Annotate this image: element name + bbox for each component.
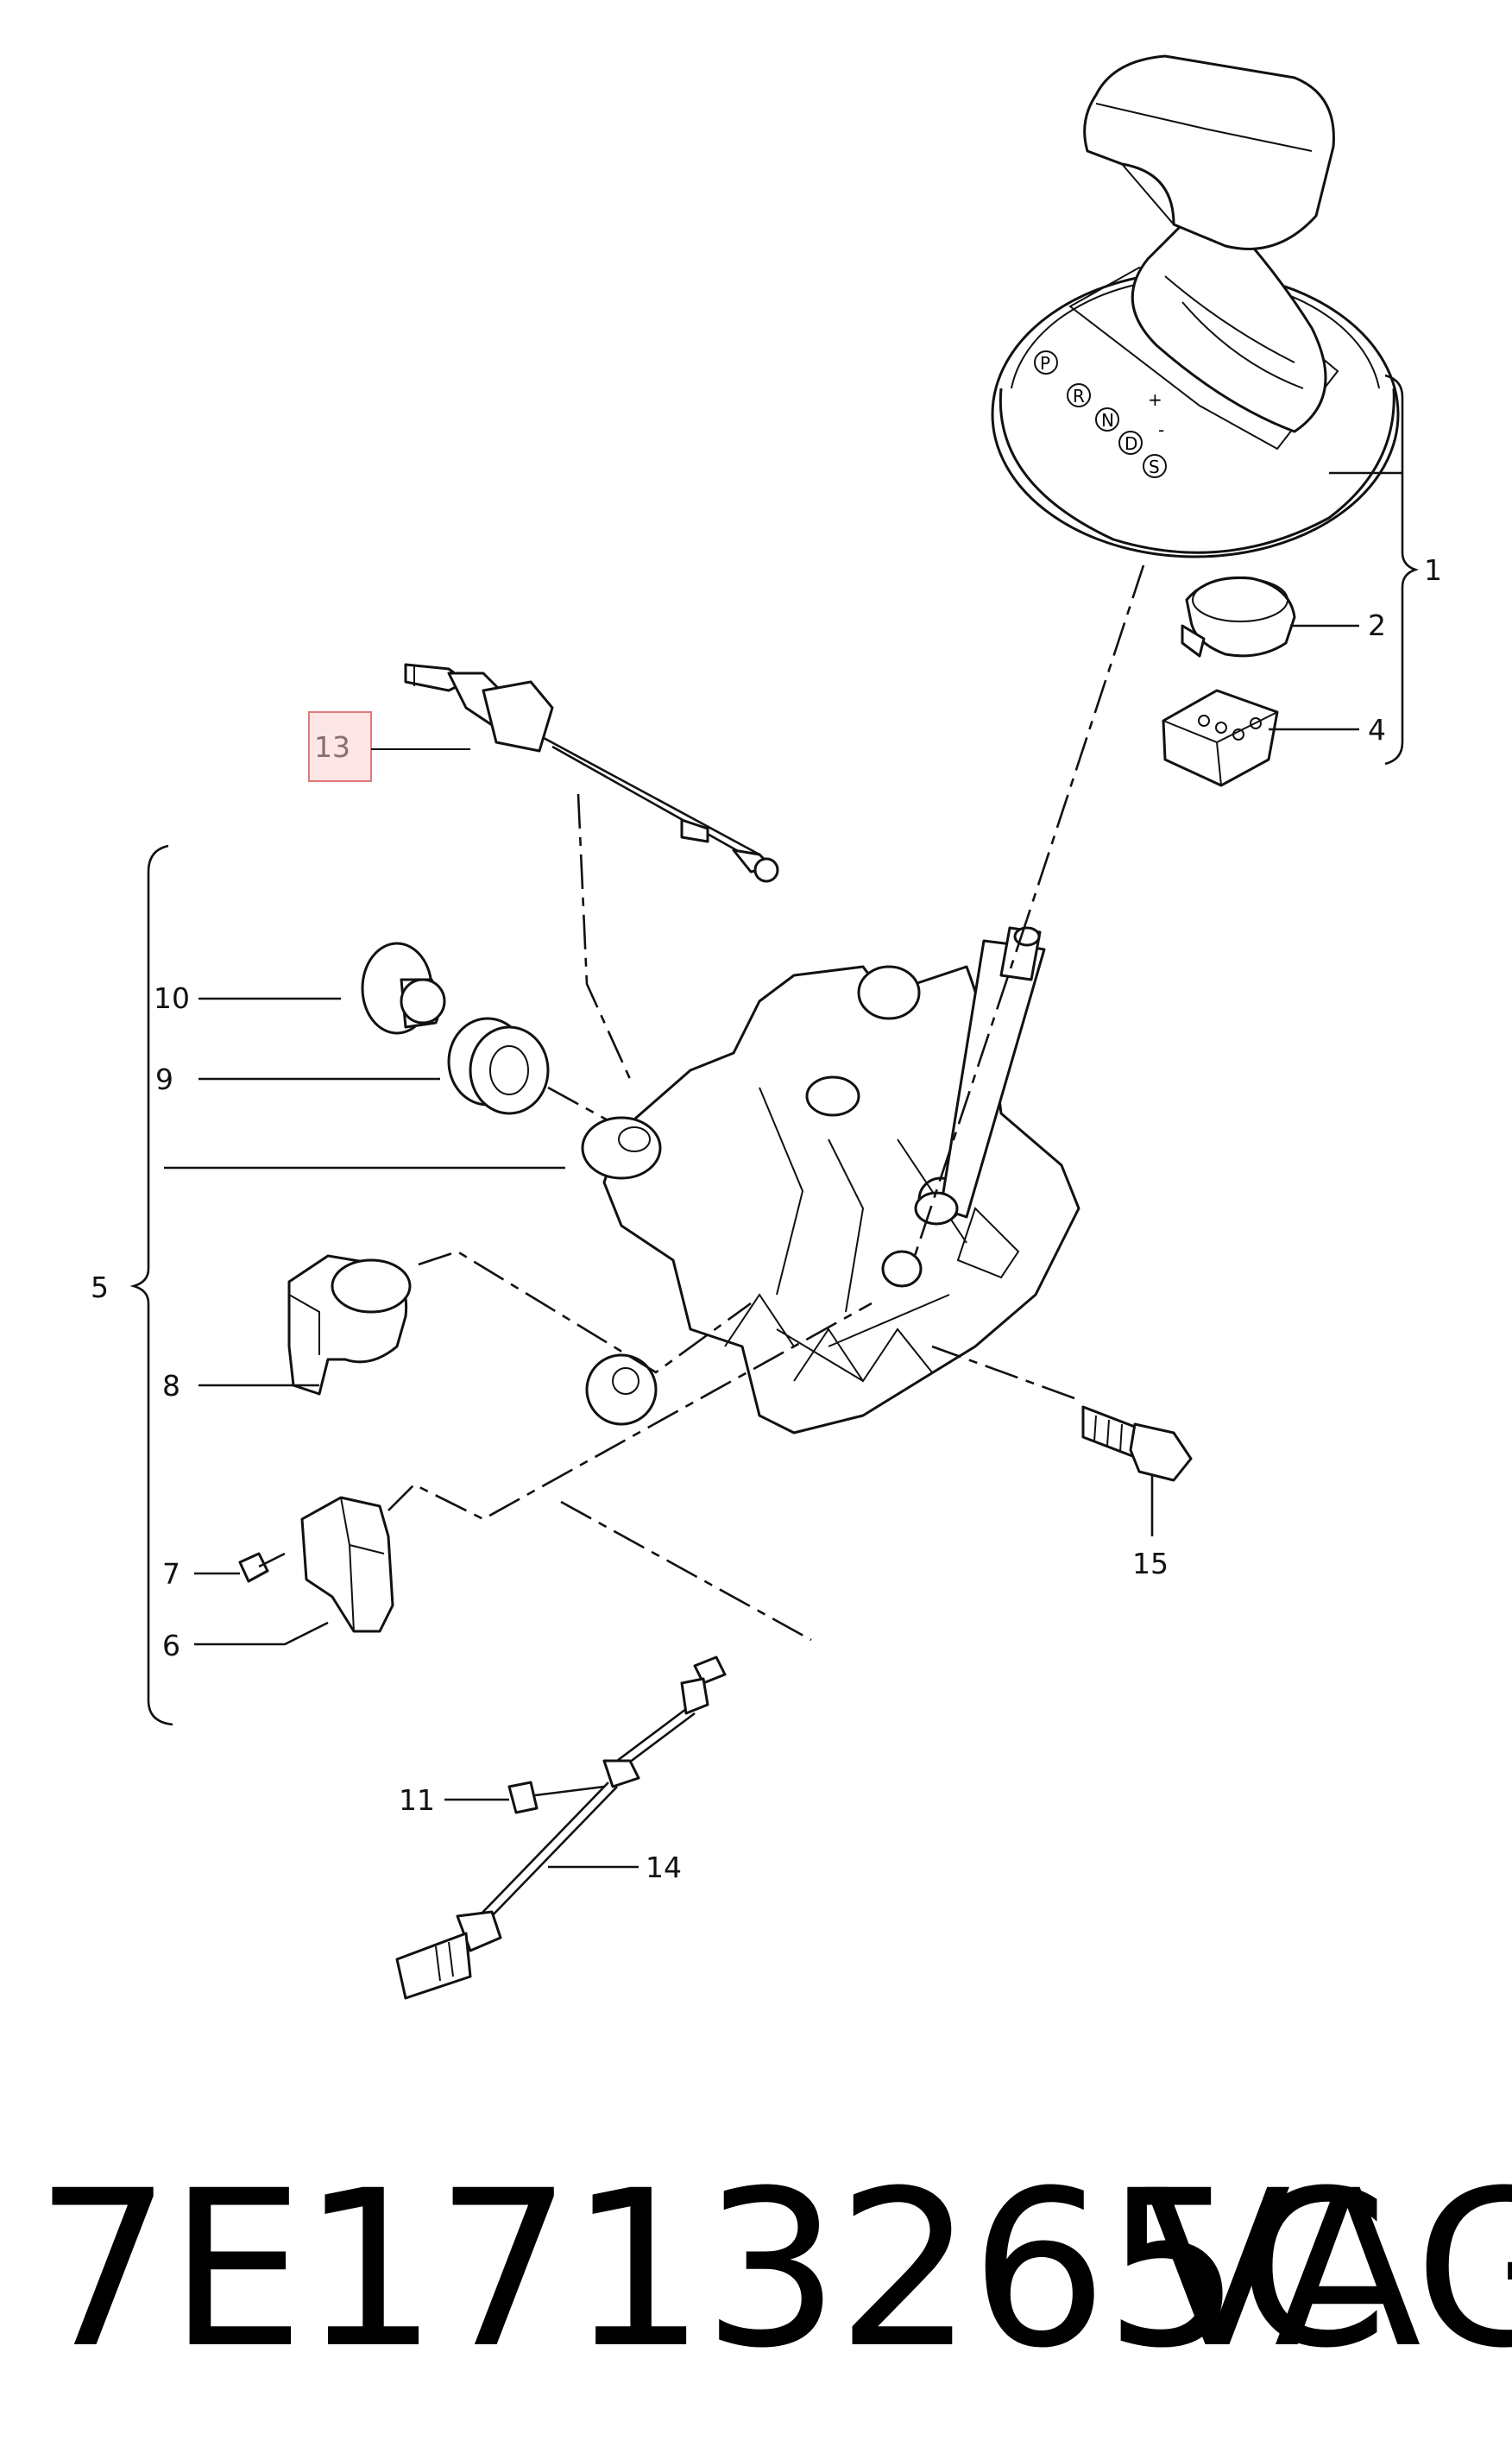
selector-letter-r: R [1073,386,1085,407]
bracket-5 [129,844,173,1726]
part-7-screw [238,1552,286,1583]
part-4-connector [1162,689,1279,787]
selector-letter-n: N [1101,410,1114,431]
part-13-cable-end [404,663,779,883]
part-10-flanged-bushing [361,942,446,1035]
selector-letter-plus: + [1148,389,1162,410]
part-14-cable [395,1655,727,2000]
callout-15: 15 [1132,1547,1169,1580]
brand-name: VAG [1143,2144,1512,2395]
selector-letter-minus: - [1158,419,1164,440]
part-1-selector-assembly [991,54,1400,558]
callout-2: 2 [1368,609,1386,642]
callout-6: 6 [162,1629,180,1662]
callout-9: 9 [155,1063,173,1096]
selector-letter-d: D [1125,433,1137,454]
part-2-ring [1181,576,1296,658]
shift-housing [581,926,1080,1435]
callout-7: 7 [162,1557,180,1591]
callout-14: 14 [646,1851,682,1884]
selector-letter-p: P [1040,353,1050,374]
callout-10: 10 [154,981,190,1015]
bracket-1 [1384,374,1420,766]
part-8-sensor [287,1254,412,1396]
callout-8: 8 [162,1369,180,1403]
callout-13: 13 [314,730,350,764]
callout-11: 11 [399,1783,435,1817]
callout-4: 4 [1368,713,1386,747]
part-number: 7E1713265C [35,2144,1389,2395]
callout-1: 1 [1424,553,1442,587]
callout-5: 5 [91,1271,109,1304]
part-6-bracket-plate [300,1496,394,1633]
part-11-bolt [507,1781,605,1814]
selector-letter-s: S [1149,457,1160,477]
part-9-grommet [447,1017,550,1115]
callout-13-highlight [308,711,372,782]
part-15-bolt [1081,1405,1193,1482]
